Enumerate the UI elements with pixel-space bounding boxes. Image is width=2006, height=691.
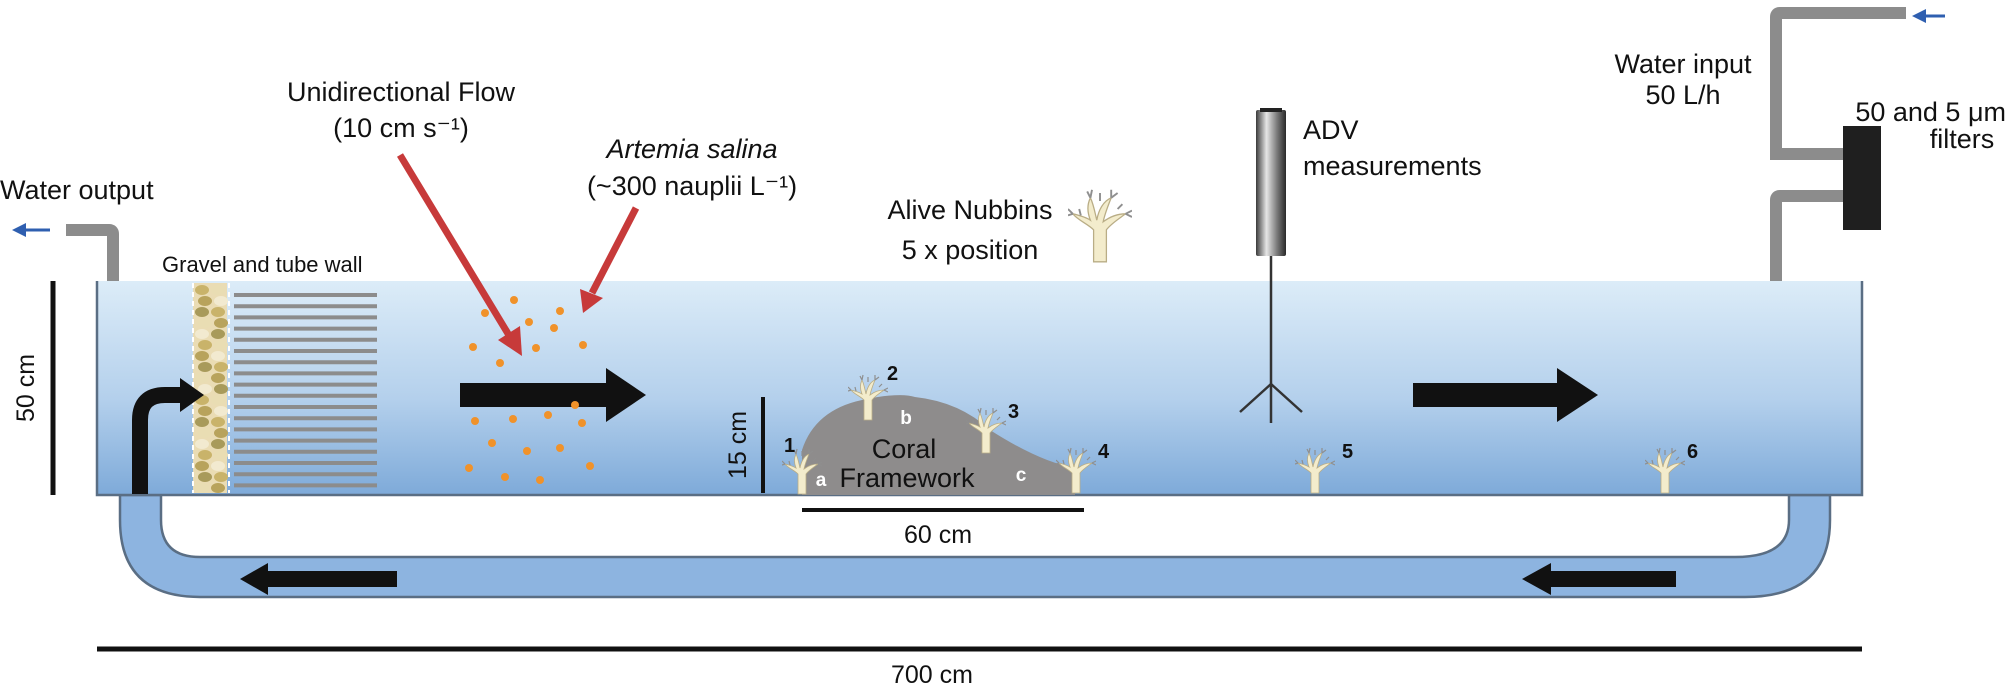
filters-label-2: filters (1930, 124, 1995, 154)
length-700-label: 700 cm (891, 661, 973, 689)
coral-label-1: Coral (872, 434, 937, 464)
inlet-hook-arrowhead (180, 378, 204, 412)
inlet-hook-arrow (132, 387, 182, 494)
sub-position-b: b (900, 408, 912, 429)
water-input-pipe (1770, 6, 1906, 160)
nubbin-legend-icon (1068, 188, 1132, 263)
artemia-dots (465, 296, 594, 484)
position-6: 6 (1687, 441, 1698, 463)
filter-block (1843, 126, 1881, 230)
water-input-label-2: 50 L/h (1645, 80, 1720, 110)
adv-label-1: ADV (1303, 115, 1359, 145)
tube-wall (234, 293, 377, 488)
artemia-name-label: Artemia salina (604, 134, 777, 164)
width-60-label: 60 cm (904, 521, 972, 549)
position-2: 2 (887, 363, 898, 385)
position-4: 4 (1098, 441, 1110, 463)
water-input-label-1: Water input (1614, 49, 1752, 79)
return-arrow-right (1522, 563, 1676, 595)
height-50-label: 50 cm (12, 354, 40, 422)
coral-label-2: Framework (839, 463, 975, 493)
filters-label-1: 50 and 5 μm (1855, 97, 2006, 127)
water-output-pipe (66, 224, 119, 281)
flow-rate-label: (10 cm s⁻¹) (333, 113, 469, 143)
water-output-label: Water output (0, 175, 154, 205)
sub-position-a: a (816, 470, 827, 491)
nubbins-position-label: 5 x position (902, 235, 1039, 265)
height-15-label: 15 cm (724, 411, 752, 479)
position-1: 1 (784, 435, 795, 457)
return-arrow-left (240, 563, 397, 595)
sub-position-c: c (1016, 465, 1027, 486)
position-5: 5 (1342, 441, 1353, 463)
position-3: 3 (1008, 401, 1019, 423)
input-blue-arrow (1912, 9, 1945, 23)
gravel-label: Gravel and tube wall (162, 252, 363, 277)
adv-label-2: measurements (1303, 151, 1482, 181)
nubbins-title-label: Alive Nubbins (887, 195, 1052, 225)
return-pipe (118, 493, 1832, 599)
flow-title-label: Unidirectional Flow (287, 77, 516, 107)
water-input-pipe-lower (1770, 190, 1843, 281)
artemia-density-label: (~300 nauplii L⁻¹) (587, 171, 797, 201)
output-blue-arrow (12, 223, 50, 237)
gravel-wall (192, 283, 230, 493)
flow-red-arrow (397, 153, 522, 356)
artemia-red-arrow (580, 206, 640, 313)
flow-arrow-right (1413, 368, 1598, 422)
adv-probe (1239, 108, 1303, 423)
flow-arrow-left (460, 368, 646, 422)
